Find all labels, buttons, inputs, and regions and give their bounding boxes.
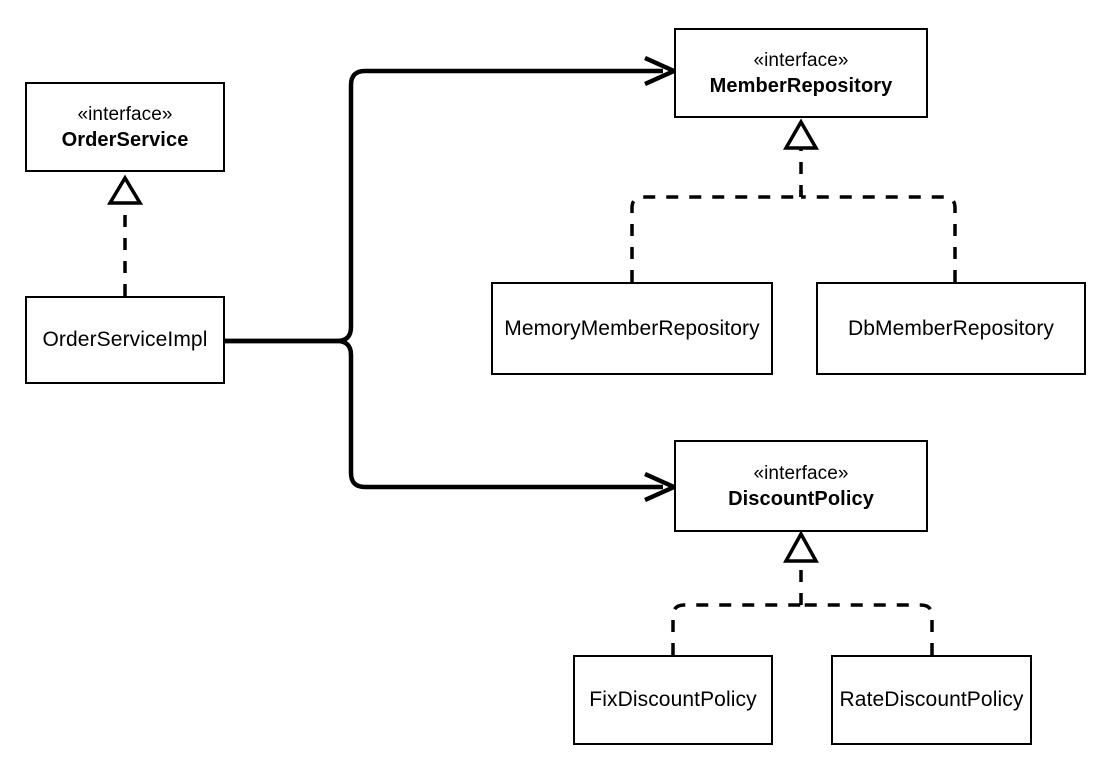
- realization-line-fix: [671, 603, 801, 655]
- node-title: MemoryMemberRepository: [504, 316, 760, 340]
- open-arrow-arrowhead-icon: [644, 471, 675, 503]
- node-stereotype: «interface»: [753, 49, 849, 71]
- realization-line-rate: [801, 603, 934, 655]
- node-memory-member-repository[interactable]: MemoryMemberRepository: [491, 282, 773, 375]
- hollow-triangle-arrowhead-icon: [106, 174, 144, 205]
- node-fix-discount-policy[interactable]: FixDiscountPolicy: [573, 655, 773, 745]
- hollow-triangle-arrowhead-icon: [783, 530, 819, 563]
- node-title: DiscountPolicy: [728, 487, 874, 510]
- node-rate-discount-policy[interactable]: RateDiscountPolicy: [831, 655, 1032, 745]
- node-stereotype: «interface»: [753, 462, 849, 484]
- node-title: MemberRepository: [709, 74, 893, 97]
- node-title: OrderServiceImpl: [42, 328, 208, 351]
- node-discount-policy[interactable]: «interface» DiscountPolicy: [674, 440, 928, 532]
- node-title: RateDiscountPolicy: [839, 688, 1024, 711]
- open-arrow-arrowhead-icon: [644, 55, 675, 87]
- node-order-service[interactable]: «interface» OrderService: [25, 82, 225, 172]
- realization-line-memory: [630, 195, 801, 282]
- edge-impl-realizes-order-service: [106, 174, 144, 296]
- node-title: OrderService: [61, 128, 189, 151]
- association-line: [225, 338, 663, 490]
- realization-line-db: [801, 195, 957, 282]
- node-db-member-repository[interactable]: DbMemberRepository: [816, 282, 1086, 375]
- edge-discount-policy-realizations: [671, 530, 934, 655]
- edge-member-repository-realizations: [630, 118, 957, 282]
- edge-impl-uses-discount-policy: [225, 338, 675, 503]
- node-title: DbMemberRepository: [847, 316, 1055, 340]
- node-member-repository[interactable]: «interface» MemberRepository: [674, 28, 928, 118]
- node-title: FixDiscountPolicy: [589, 688, 757, 711]
- node-stereotype: «interface»: [77, 103, 173, 125]
- node-order-service-impl[interactable]: OrderServiceImpl: [25, 296, 225, 384]
- hollow-triangle-arrowhead-icon: [782, 118, 820, 150]
